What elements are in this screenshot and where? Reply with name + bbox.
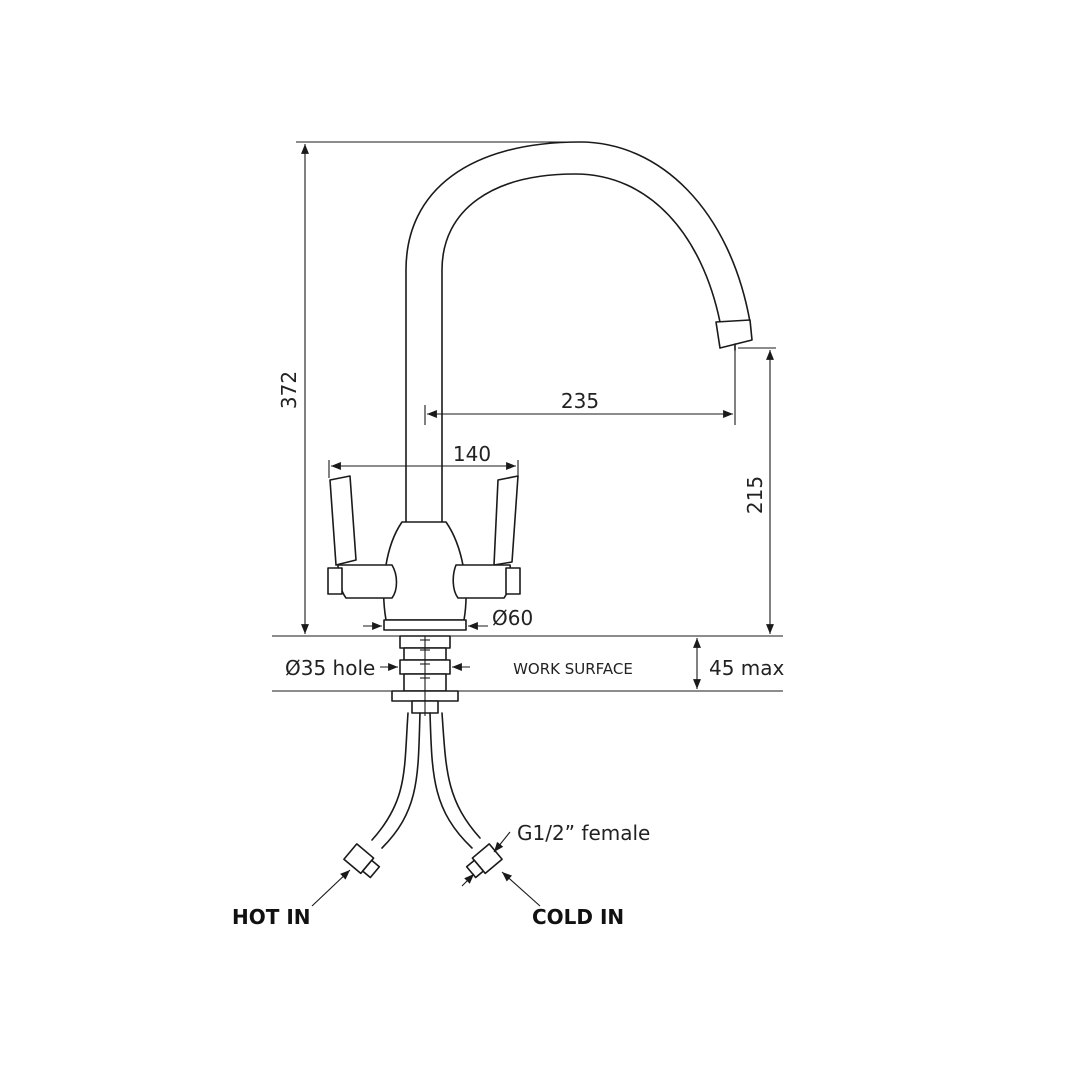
- work-surface: [272, 635, 783, 692]
- dimension-lever-span: 140: [328, 442, 519, 478]
- hole-diameter-label: Ø35 hole: [285, 656, 375, 680]
- base-diameter-label: Ø60: [492, 606, 533, 630]
- hot-connector: [343, 843, 381, 879]
- cold-lever: [452, 475, 521, 599]
- dimension-base-diameter: Ø60: [363, 606, 533, 630]
- hot-inlet-callout: HOT IN: [232, 869, 351, 929]
- hot-lever: [327, 475, 398, 599]
- work-surface-label: WORK SURFACE: [513, 660, 633, 678]
- dimension-spout-reach: 235: [424, 350, 736, 425]
- dimension-surface-thickness: 45 max: [693, 638, 785, 689]
- connector-callout: G1/2” female: [461, 821, 650, 887]
- cold-inlet-label: COLD IN: [532, 905, 624, 929]
- dimension-overall-height: 372: [277, 141, 580, 634]
- surface-thickness-label: 45 max: [709, 656, 785, 680]
- tap-body: [382, 521, 467, 631]
- spout-reach-label: 235: [561, 389, 599, 413]
- spout-clearance-label: 215: [743, 476, 767, 514]
- flexible-hoses: [371, 712, 481, 849]
- fixing-shank: [391, 635, 459, 716]
- connector-label: G1/2” female: [517, 821, 650, 845]
- hot-inlet-label: HOT IN: [232, 905, 311, 929]
- dimension-hole-diameter: Ø35 hole: [285, 656, 470, 680]
- overall-height-label: 372: [277, 371, 301, 409]
- cold-inlet-callout: COLD IN: [501, 871, 624, 929]
- lever-span-label: 140: [453, 442, 491, 466]
- dimension-spout-clearance: 215: [738, 347, 776, 634]
